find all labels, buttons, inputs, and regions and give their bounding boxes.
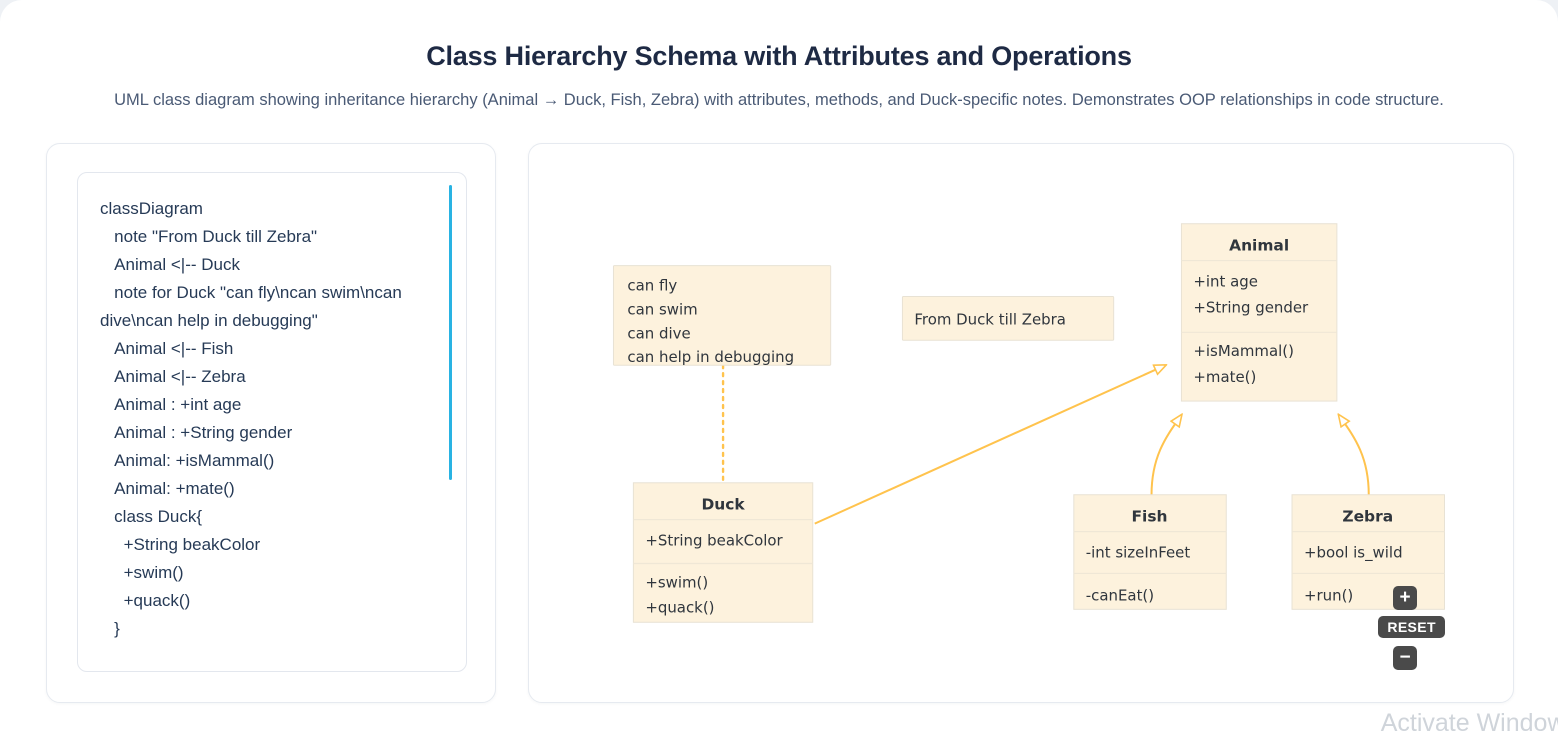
class-name: Duck <box>701 496 745 514</box>
class-box-animal[interactable]: Animal +int age +String gender +isMammal… <box>1180 223 1338 402</box>
page-header: Class Hierarchy Schema with Attributes a… <box>0 0 1558 113</box>
class-attribute: -int sizeInFeet <box>1086 544 1191 562</box>
page-subtitle: UML class diagram showing inheritance hi… <box>114 91 1444 110</box>
code-line: note "From Duck till Zebra" <box>100 227 318 247</box>
zoom-reset-label: RESET <box>1387 619 1436 636</box>
code-line: Animal <|-- Fish <box>100 339 234 359</box>
class-name: Zebra <box>1342 508 1393 526</box>
class-method: -canEat() <box>1086 587 1154 605</box>
note-line: can dive <box>627 324 690 342</box>
code-line: Animal : +String gender <box>100 423 293 443</box>
code-line: Animal <|-- Zebra <box>100 367 246 387</box>
class-attribute: +int age <box>1193 273 1258 291</box>
class-box-fish[interactable]: Fish -int sizeInFeet -canEat() <box>1073 494 1227 610</box>
page-title: Class Hierarchy Schema with Attributes a… <box>426 41 1132 71</box>
code-line: Animal <|-- Duck <box>100 255 240 275</box>
edge-duck-animal <box>814 365 1166 525</box>
plus-icon: + <box>1399 586 1411 608</box>
code-line: +swim() <box>100 563 184 583</box>
edge-zebra-animal <box>1339 415 1370 495</box>
code-editor[interactable]: classDiagram note "From Duck till Zebra"… <box>77 172 467 673</box>
minus-icon: − <box>1399 646 1411 668</box>
note-duck-capabilities: can fly can swim can dive can help in de… <box>612 265 832 366</box>
note-line: can fly <box>627 277 677 295</box>
diagram-panel[interactable]: can fly can swim can dive can help in de… <box>528 143 1514 704</box>
code-line: } <box>100 619 120 639</box>
code-scrollbar-thumb[interactable] <box>449 185 452 481</box>
code-line: Animal: +isMammal() <box>100 451 275 471</box>
code-line: class Duck{ <box>100 507 203 527</box>
zoom-controls: + RESET − <box>1355 586 1451 678</box>
code-text: classDiagram note "From Duck till Zebra"… <box>100 195 430 643</box>
class-method: +mate() <box>1193 368 1256 386</box>
class-box-duck[interactable]: Duck +String beakColor +swim() +quack() <box>632 482 814 623</box>
class-attribute: +String gender <box>1193 299 1309 317</box>
class-method: +run() <box>1304 587 1353 605</box>
zoom-reset-button[interactable]: RESET <box>1378 616 1445 639</box>
class-attribute: +String beakColor <box>645 532 783 550</box>
edge-fish-animal <box>1150 415 1182 495</box>
class-name: Fish <box>1132 508 1168 526</box>
zoom-out-button[interactable]: − <box>1393 646 1417 671</box>
code-line: note for Duck "can fly\ncan swim\ncan di… <box>100 283 407 331</box>
class-attribute: +bool is_wild <box>1304 544 1403 562</box>
uml-class-diagram[interactable]: can fly can swim can dive can help in de… <box>529 144 1513 702</box>
code-line: classDiagram <box>100 199 203 219</box>
note-line: can swim <box>627 301 697 319</box>
class-box-zebra[interactable]: Zebra +bool is_wild +run() <box>1291 494 1445 610</box>
class-method: +quack() <box>645 598 714 616</box>
zoom-in-button[interactable]: + <box>1393 586 1417 611</box>
note-line: From Duck till Zebra <box>914 310 1066 328</box>
class-name: Animal <box>1229 237 1289 255</box>
class-method: +isMammal() <box>1193 342 1294 360</box>
class-method: +swim() <box>645 574 708 592</box>
code-panel: classDiagram note "From Duck till Zebra"… <box>46 143 496 704</box>
note-line: can help in debugging <box>627 348 794 366</box>
code-line: Animal : +int age <box>100 395 242 415</box>
relationship-edges <box>721 365 1370 525</box>
code-line: +String beakColor <box>100 535 261 555</box>
windows-activation-watermark: Activate Windows <box>1380 709 1558 737</box>
code-line: +quack() <box>100 591 191 611</box>
note-general: From Duck till Zebra <box>901 296 1115 341</box>
panels-row: classDiagram note "From Duck till Zebra"… <box>0 113 1558 704</box>
code-line: Animal: +mate() <box>100 479 235 499</box>
